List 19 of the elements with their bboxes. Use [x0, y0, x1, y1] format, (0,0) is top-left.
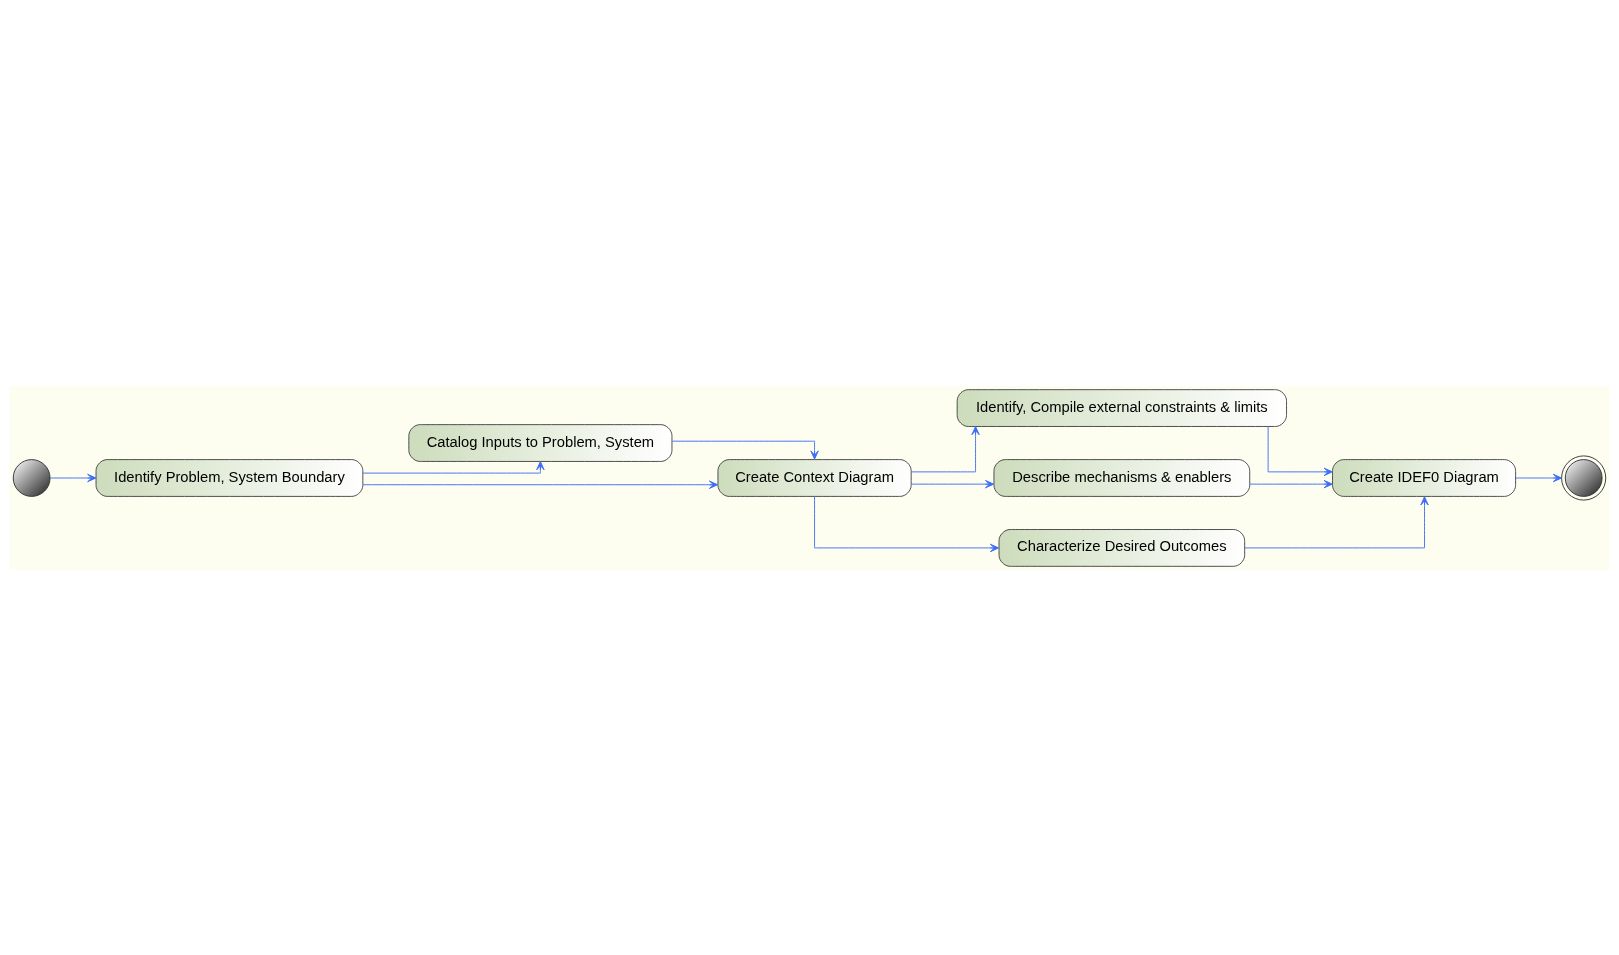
node-box: Create Context Diagram — [717, 458, 912, 497]
arrow — [362, 480, 719, 489]
node-box: Identify Problem, System Boundary — [95, 458, 364, 497]
node-box: Characterize Desired Outcomes — [998, 528, 1246, 567]
node-box: Create IDEF0 Diagram — [1332, 458, 1517, 497]
arrow — [1267, 425, 1333, 476]
node-box: Identify, Compile external constraints & limits — [956, 388, 1287, 427]
arrow — [814, 495, 1000, 552]
node-box: Describe mechanisms & enablers — [993, 458, 1251, 497]
arrow — [910, 479, 995, 488]
node-circle — [12, 458, 51, 497]
arrow — [1515, 473, 1563, 482]
arrow — [910, 425, 980, 472]
arrow — [671, 440, 819, 460]
arrow — [1244, 495, 1429, 548]
arrow — [49, 473, 97, 482]
node-box: Catalog Inputs to Problem, System — [408, 423, 673, 462]
arrow — [362, 460, 545, 474]
arrow — [1249, 479, 1333, 488]
